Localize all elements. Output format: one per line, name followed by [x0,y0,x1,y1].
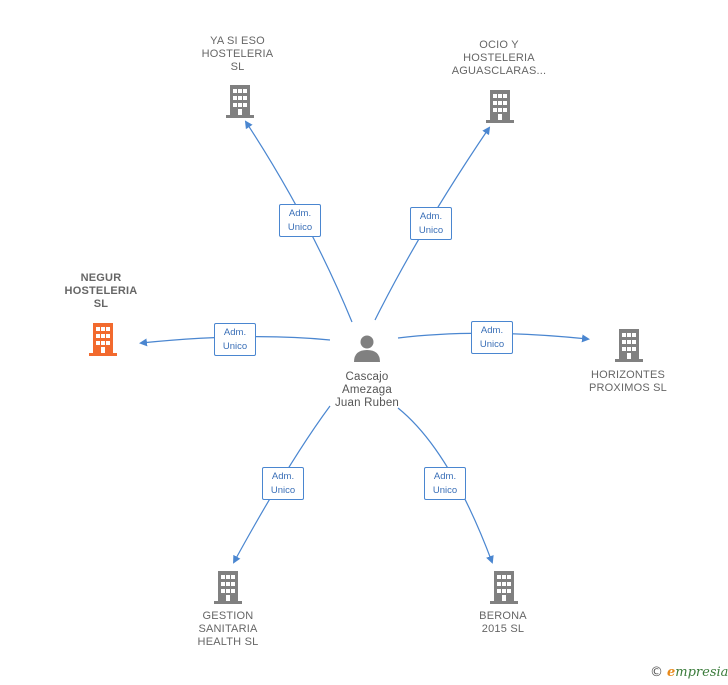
brand-footer[interactable]: © empresia [650,665,728,680]
company-label: YA SI ESO HOSTELERIA SL [201,35,274,73]
relation-label-berona[interactable]: Adm. Unico [424,467,466,500]
center-person-label: Cascajo Amezaga Juan Ruben [334,371,400,409]
company-label: NEGUR HOSTELERIA SL [64,272,138,310]
relation-label-ocio[interactable]: Adm. Unico [410,207,452,240]
building-icon [214,571,242,604]
building-icon [490,571,518,604]
company-label: GESTION SANITARIA HEALTH SL [197,610,259,648]
brand-logo-text: mpresia [675,665,728,680]
person-icon [354,335,380,362]
building-icon [486,90,514,123]
building-icon [615,329,643,362]
relation-label-negur[interactable]: Adm. Unico [214,323,256,356]
company-label: OCIO Y HOSTELERIA AGUASCLARAS... [451,39,547,77]
building-icon [226,85,254,118]
company-label: BERONA 2015 SL [479,610,527,635]
copyright-icon: © [650,665,663,680]
company-label: HORIZONTES PROXIMOS SL [589,369,667,394]
relation-label-horizontes[interactable]: Adm. Unico [471,321,513,354]
brand-logo-initial: e [667,665,676,680]
building-icon [89,323,117,356]
relation-label-ya-si-eso[interactable]: Adm. Unico [279,204,321,237]
relation-label-gestion[interactable]: Adm. Unico [262,467,304,500]
